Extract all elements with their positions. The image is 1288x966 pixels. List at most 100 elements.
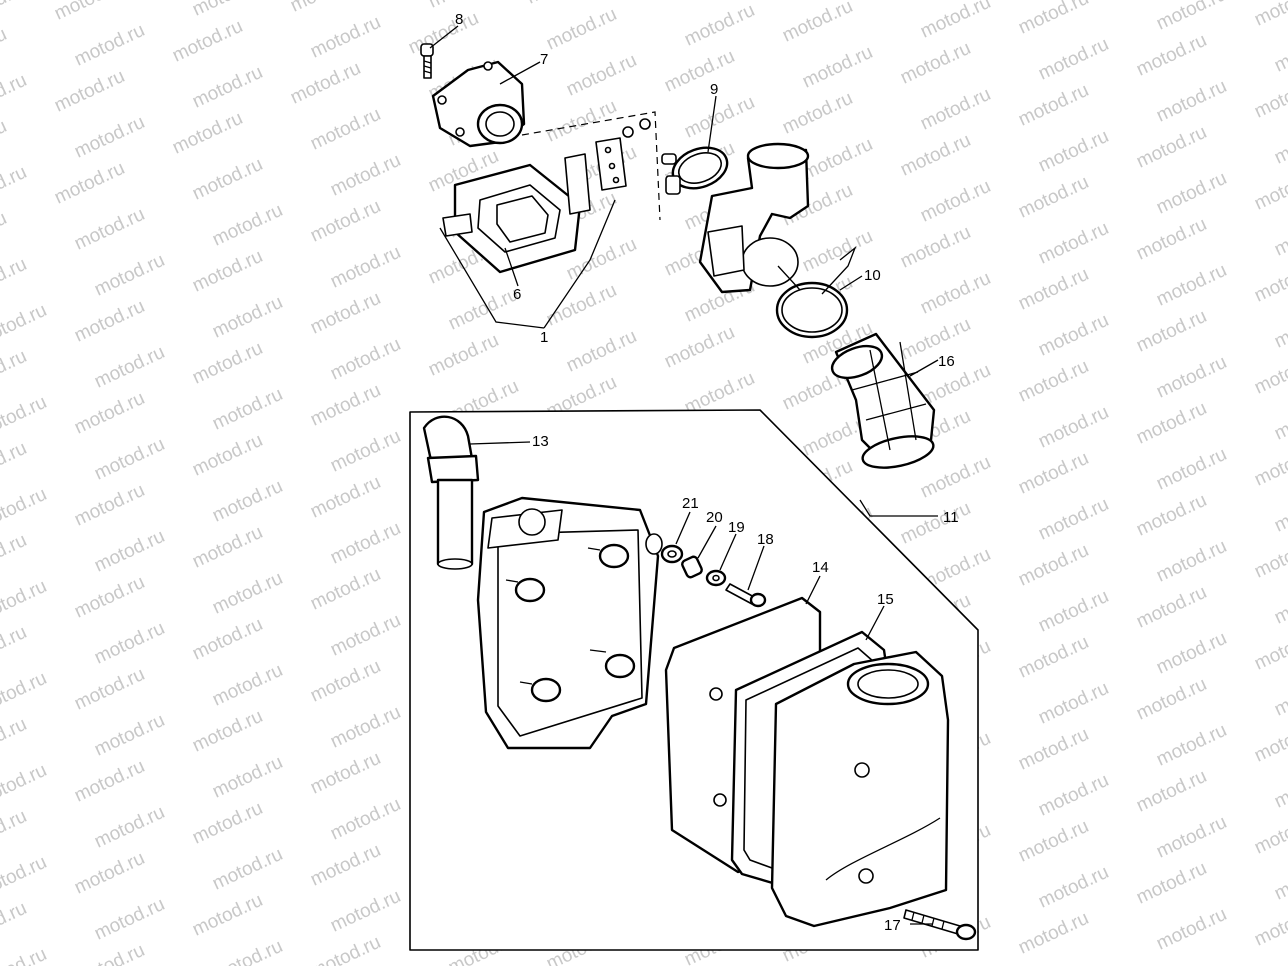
screw-part-18 [725,583,767,608]
watermark-text: motod.ru [661,0,738,5]
leader-line [859,499,938,517]
callout-10: 10 [864,267,881,284]
watermark-text: motod.ru [91,618,168,669]
leader-line [469,441,531,445]
watermark-text: motod.ru [1015,724,1092,775]
watermark-text: motod.ru [1015,816,1092,867]
watermark-text: motod.ru [1271,854,1288,905]
watermark-text: motod.ru [1271,118,1288,169]
watermark-text: motod.ru [1153,904,1230,955]
watermark-text: motod.ru [71,848,148,899]
callout-1: 1 [540,329,548,346]
alignment-line [521,111,661,221]
callout-21: 21 [682,495,699,512]
watermark-text: motod.ru [897,498,974,549]
watermark-text: motod.ru [51,158,128,209]
watermark-text: motod.ru [1271,26,1288,77]
watermark-text: motod.ru [307,564,384,615]
watermark-text: motod.ru [51,66,128,117]
watermark-text: motod.ru [425,330,502,381]
watermark-text: motod.ru [327,150,404,201]
watermark-text: motod.ru [445,284,522,335]
watermark-text: motod.ru [307,840,384,891]
watermark-text: motod.ru [91,342,168,393]
watermark-text: motod.ru [1271,486,1288,537]
callout-6: 6 [513,286,521,303]
watermark-text: motod.ru [917,176,994,227]
watermark-text: motod.ru [287,0,364,17]
leader-line [675,511,691,545]
watermark-text: motod.ru [1153,352,1230,403]
watermark-text: motod.ru [327,518,404,569]
intake-boot-part-16 [830,332,936,469]
watermark-text: motod.ru [327,702,404,753]
watermark-text: motod.ru [189,798,266,849]
callout-19: 19 [728,519,745,536]
watermark-text: motod.ru [71,940,148,966]
watermark-text: motod.ru [71,112,148,163]
watermark-text: motod.ru [287,58,364,109]
watermark-text: motod.ru [0,392,50,443]
watermark-text: motod.ru [189,246,266,297]
watermark-text: motod.ru [0,162,30,213]
watermark-text: motod.ru [799,134,876,185]
watermark-text: motod.ru [779,88,856,139]
watermark-text: motod.ru [71,572,148,623]
watermark-text: motod.ru [1035,218,1112,269]
watermark-text: motod.ru [0,208,10,259]
watermark-text: motod.ru [1035,862,1112,913]
watermark-text: motod.ru [0,484,50,535]
watermark-text: motod.ru [1015,172,1092,223]
watermark-text: motod.ru [71,296,148,347]
watermark-text: motod.ru [0,0,30,29]
watermark-text: motod.ru [327,610,404,661]
watermark-text: motod.ru [169,108,246,159]
watermark-text: motod.ru [523,0,600,9]
watermark-text: motod.ru [1035,494,1112,545]
watermark-text: motod.ru [189,338,266,389]
watermark-text: motod.ru [1251,808,1288,859]
watermark-text: motod.ru [1133,490,1210,541]
watermark-text: motod.ru [1153,720,1230,771]
watermark-text: motod.ru [1035,126,1112,177]
reed-valve-assembly-part-1 [442,118,651,274]
washer-part-21 [660,544,684,564]
watermark-text: motod.ru [897,38,974,89]
watermark-text: motod.ru [1153,628,1230,679]
watermark-text: motod.ru [563,326,640,377]
watermark-text: motod.ru [71,664,148,715]
watermark-text: motod.ru [0,714,30,765]
watermark-text: motod.ru [209,660,286,711]
watermark-text: motod.ru [1133,306,1210,357]
watermark-text: motod.ru [71,204,148,255]
watermark-text: motod.ru [0,668,50,719]
watermark-text: motod.ru [0,898,30,949]
callout-17: 17 [884,917,901,934]
watermark-text: motod.ru [1133,398,1210,449]
watermark-text: motod.ru [661,46,738,97]
callout-16: 16 [938,353,955,370]
watermark-text: motod.ru [189,706,266,757]
leader-line [439,227,545,329]
watermark-text: motod.ru [307,656,384,707]
watermark-text: motod.ru [327,886,404,937]
watermark-text: motod.ru [71,388,148,439]
watermark-text: motod.ru [189,614,266,665]
watermark-text: motod.ru [189,0,266,21]
screw-part-17 [903,909,977,941]
watermark-text: motod.ru [1035,678,1112,729]
watermark-text: motod.ru [91,894,168,945]
watermark-text: motod.ru [1251,0,1288,31]
watermark-text: motod.ru [1035,586,1112,637]
watermark-text: motod.ru [91,802,168,853]
watermark-text: motod.ru [307,104,384,155]
watermark-text: motod.ru [1133,122,1210,173]
callout-9: 9 [710,81,718,98]
callout-20: 20 [706,509,723,526]
watermark-text: motod.ru [51,0,128,25]
watermark-text: motod.ru [1153,0,1230,35]
carburetor [698,142,810,294]
watermark-text: motod.ru [71,480,148,531]
watermark-text: motod.ru [209,568,286,619]
watermark-text: motod.ru [917,268,994,319]
